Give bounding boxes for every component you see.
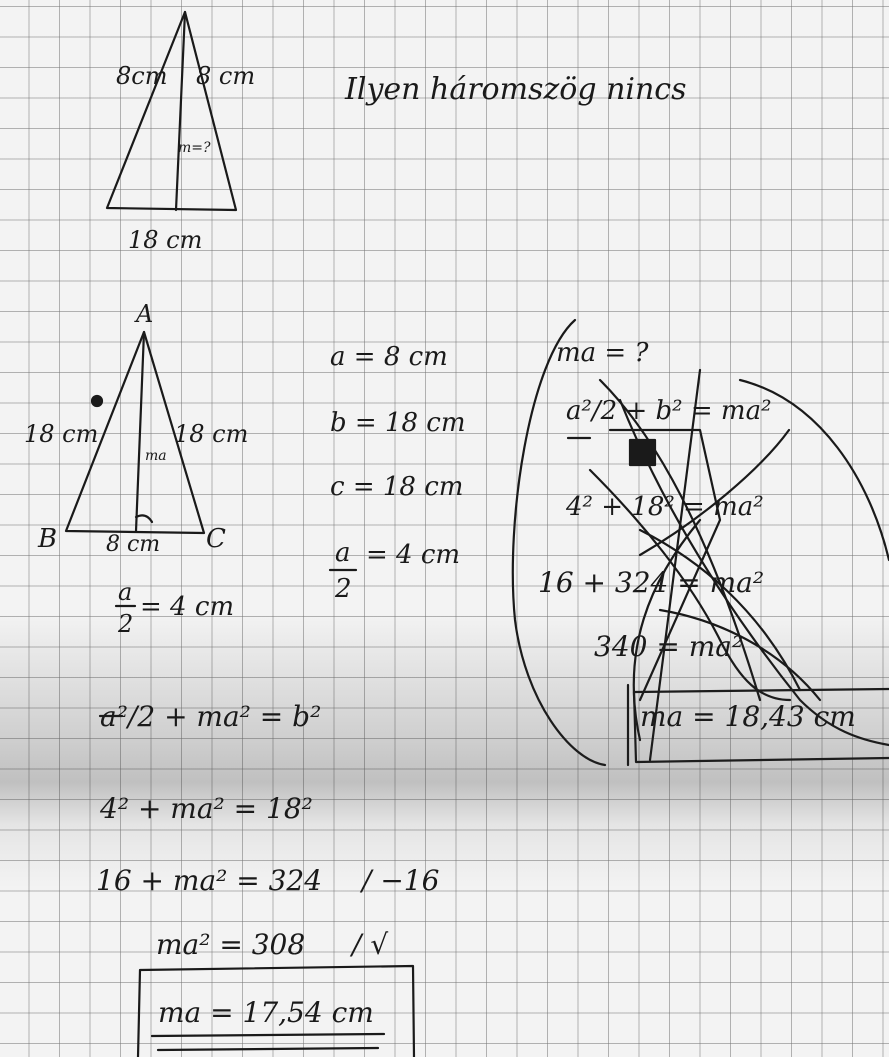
top-triangle-base: 18 cm	[128, 226, 203, 254]
main-height-label: ma	[145, 448, 167, 464]
given-a: a = 8 cm	[330, 342, 448, 372]
crossed-answer: ma = 18,43 cm	[640, 700, 856, 733]
top-triangle-left-side: 8cm	[116, 62, 168, 90]
given-half-num: a	[335, 538, 351, 568]
answer-box-left	[136, 964, 416, 1057]
given-half-den: 2	[335, 574, 352, 604]
vertex-b: B	[38, 524, 58, 554]
main-side-left: 18 cm	[24, 420, 99, 448]
vertex-a: A	[136, 300, 154, 328]
scribble-arc	[511, 318, 607, 767]
half-base-num: a	[118, 578, 133, 606]
page-title: Ilyen háromszög nincs	[345, 72, 687, 107]
main-triangle-height	[134, 330, 146, 533]
crossed-line-0: ma = ?	[556, 338, 649, 368]
top-triangle-height-label: m=?	[178, 140, 211, 156]
main-base: 8 cm	[106, 532, 161, 557]
half-base-den: 2	[118, 610, 134, 638]
top-triangle-right-side: 8 cm	[196, 62, 256, 90]
top-triangle-height	[174, 10, 187, 212]
work-line-4: ma² = 308	[156, 928, 306, 961]
right-angle-mark	[134, 514, 154, 524]
given-b: b = 18 cm	[330, 408, 466, 438]
crossed-line-4: 340 = ma²	[594, 630, 744, 663]
work-line-2: 4² + ma² = 18²	[100, 792, 313, 825]
final-answer: ma = 17,54 cm	[158, 996, 374, 1029]
top-triangle	[105, 10, 238, 212]
crossed-line-2: 4² + 18² = ma²	[566, 492, 764, 522]
given-half-val: = 4 cm	[366, 540, 461, 570]
half-base-val: = 4 cm	[140, 592, 235, 622]
given-c: c = 18 cm	[330, 472, 464, 502]
main-triangle	[64, 330, 206, 535]
vertex-c: C	[206, 524, 226, 554]
crossed-answer-box	[632, 687, 889, 764]
work-line-3: 16 + ma² = 324	[96, 864, 323, 897]
work-line-3-op: / −16	[362, 864, 440, 897]
main-side-right: 18 cm	[174, 420, 249, 448]
work-line-4-op: / √	[352, 928, 389, 961]
crossed-line-3: 16 + 324 = ma²	[538, 566, 765, 599]
work-line-1: a²/2 + ma² = b²	[100, 700, 322, 733]
crossed-line-1: a²/2 + b² = ma²	[566, 396, 772, 426]
